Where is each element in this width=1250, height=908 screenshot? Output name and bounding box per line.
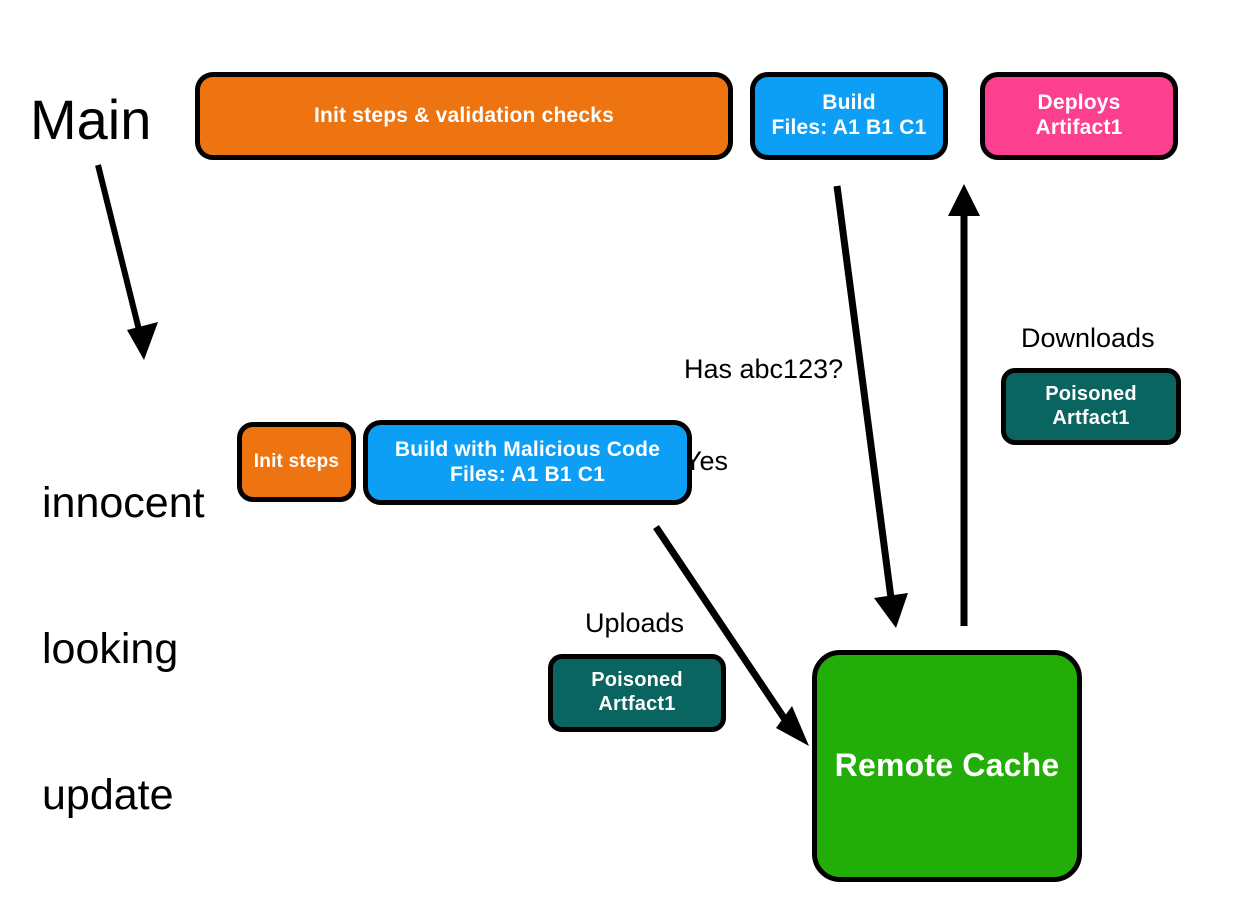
node-build-main-line2: Files: A1 B1 C1 [771, 116, 927, 139]
branch-label-malicious: innocent looking update [42, 382, 205, 908]
node-remote-cache: Remote Cache [812, 650, 1082, 882]
branch-label-malicious-line1: innocent [42, 479, 205, 528]
node-build-malicious-line1: Build with Malicious Code [394, 437, 661, 461]
node-build-with-malicious-code: Build with Malicious Code Files: A1 B1 C… [363, 420, 692, 505]
downloads-label: Downloads [1021, 323, 1155, 353]
node-init-steps-label: Init steps [253, 450, 340, 472]
uploads-label: Uploads [585, 608, 685, 638]
arrow-main-to-malicious-branch [95, 164, 158, 360]
cache-query-line1: Has abc123? [684, 354, 844, 384]
node-init-validate-label: Init steps & validation checks [313, 103, 615, 127]
arrow-remote-cache-to-deploys [948, 184, 980, 626]
node-artifact-download-line1: Poisoned [1045, 382, 1137, 405]
branch-label-main: Main [30, 88, 152, 151]
node-init-steps-and-validation-checks: Init steps & validation checks [195, 72, 733, 160]
node-deploys-line1: Deploys [1037, 91, 1121, 115]
node-deploys-line2: Artifact1 [1035, 116, 1123, 139]
branch-label-malicious-line3: update [42, 770, 174, 819]
node-remote-cache-label: Remote Cache [834, 747, 1060, 784]
branch-label-malicious-line2: looking [42, 624, 179, 673]
arrow-build-to-remote-cache [833, 185, 908, 628]
node-artifact-upload-line1: Poisoned [591, 669, 683, 692]
node-deploys-artifact: Deploys Artifact1 [980, 72, 1178, 160]
node-build-malicious-line2: Files: A1 B1 C1 [449, 462, 606, 486]
node-init-steps: Init steps [237, 422, 356, 502]
node-poisoned-artifact-upload: Poisoned Artfact1 [548, 654, 726, 732]
node-artifact-upload-line2: Artfact1 [598, 693, 676, 715]
node-artifact-download-line2: Artfact1 [1052, 406, 1130, 429]
node-build-main: Build Files: A1 B1 C1 [750, 72, 948, 160]
cache-query-label: Has abc123? Yes [684, 293, 843, 537]
cache-query-line2: Yes [684, 445, 729, 476]
node-poisoned-artifact-download: Poisoned Artfact1 [1001, 368, 1181, 445]
node-build-main-line1: Build [822, 91, 876, 115]
